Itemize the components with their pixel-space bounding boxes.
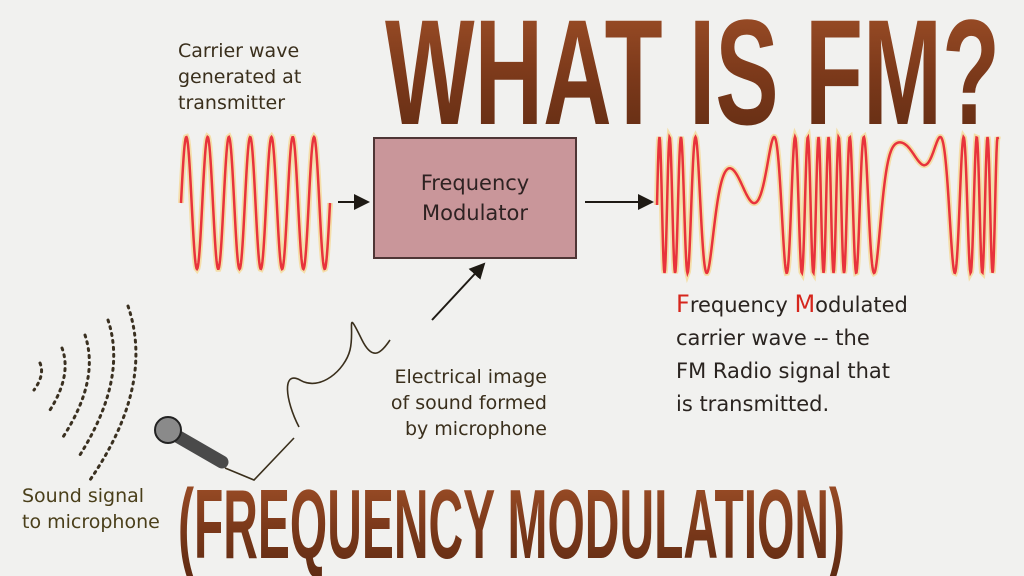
electrical-image-label: Electrical image of sound formed by micr… — [372, 364, 547, 442]
sound-label-line: to microphone — [22, 511, 160, 533]
carrier-label-line: Carrier wave — [178, 40, 300, 62]
fm-description-line1: Frequency Modulated — [676, 288, 908, 322]
fm-text: odulated — [815, 293, 908, 317]
fm-modulated-wave — [654, 127, 1001, 284]
fm-description-line3: FM Radio signal that — [676, 359, 890, 383]
red-letter-f: F — [676, 290, 690, 318]
sound-signal-label: Sound signal to microphone — [22, 483, 160, 535]
arrow-signal-to-modulator — [431, 262, 486, 321]
sound-signal-wire — [224, 321, 391, 481]
wave-line — [179, 134, 332, 272]
fm-description-line2: carrier wave -- the — [676, 326, 870, 350]
carrier-wave — [178, 131, 333, 275]
modulator-label-line: Frequency — [420, 171, 530, 195]
wave-line — [655, 133, 1000, 278]
sound-label-line: Sound signal — [22, 485, 145, 507]
sound-waves-icon — [32, 304, 138, 482]
carrier-label-line: transmitter — [178, 92, 286, 114]
electrical-label-line: by microphone — [404, 418, 547, 440]
fm-description-line4: is transmitted. — [676, 392, 830, 416]
carrier-wave-label: Carrier wave generated at transmitter — [178, 38, 301, 116]
microphone-icon — [154, 416, 229, 469]
frequency-modulator-box: Frequency Modulator — [373, 137, 577, 259]
red-letter-m: M — [794, 290, 816, 318]
fm-text: requency — [689, 293, 795, 317]
page-title: WHAT IS FM? — [385, 0, 1000, 156]
electrical-label-line: Electrical image — [394, 366, 547, 388]
modulator-label-line: Modulator — [421, 201, 529, 225]
page-subtitle: (FREQUENCY MODULATION) — [178, 469, 845, 576]
fm-description: Frequency Modulated carrier wave -- the … — [676, 288, 908, 421]
electrical-label-line: of sound formed — [390, 392, 547, 414]
carrier-label-line: generated at — [178, 66, 302, 88]
